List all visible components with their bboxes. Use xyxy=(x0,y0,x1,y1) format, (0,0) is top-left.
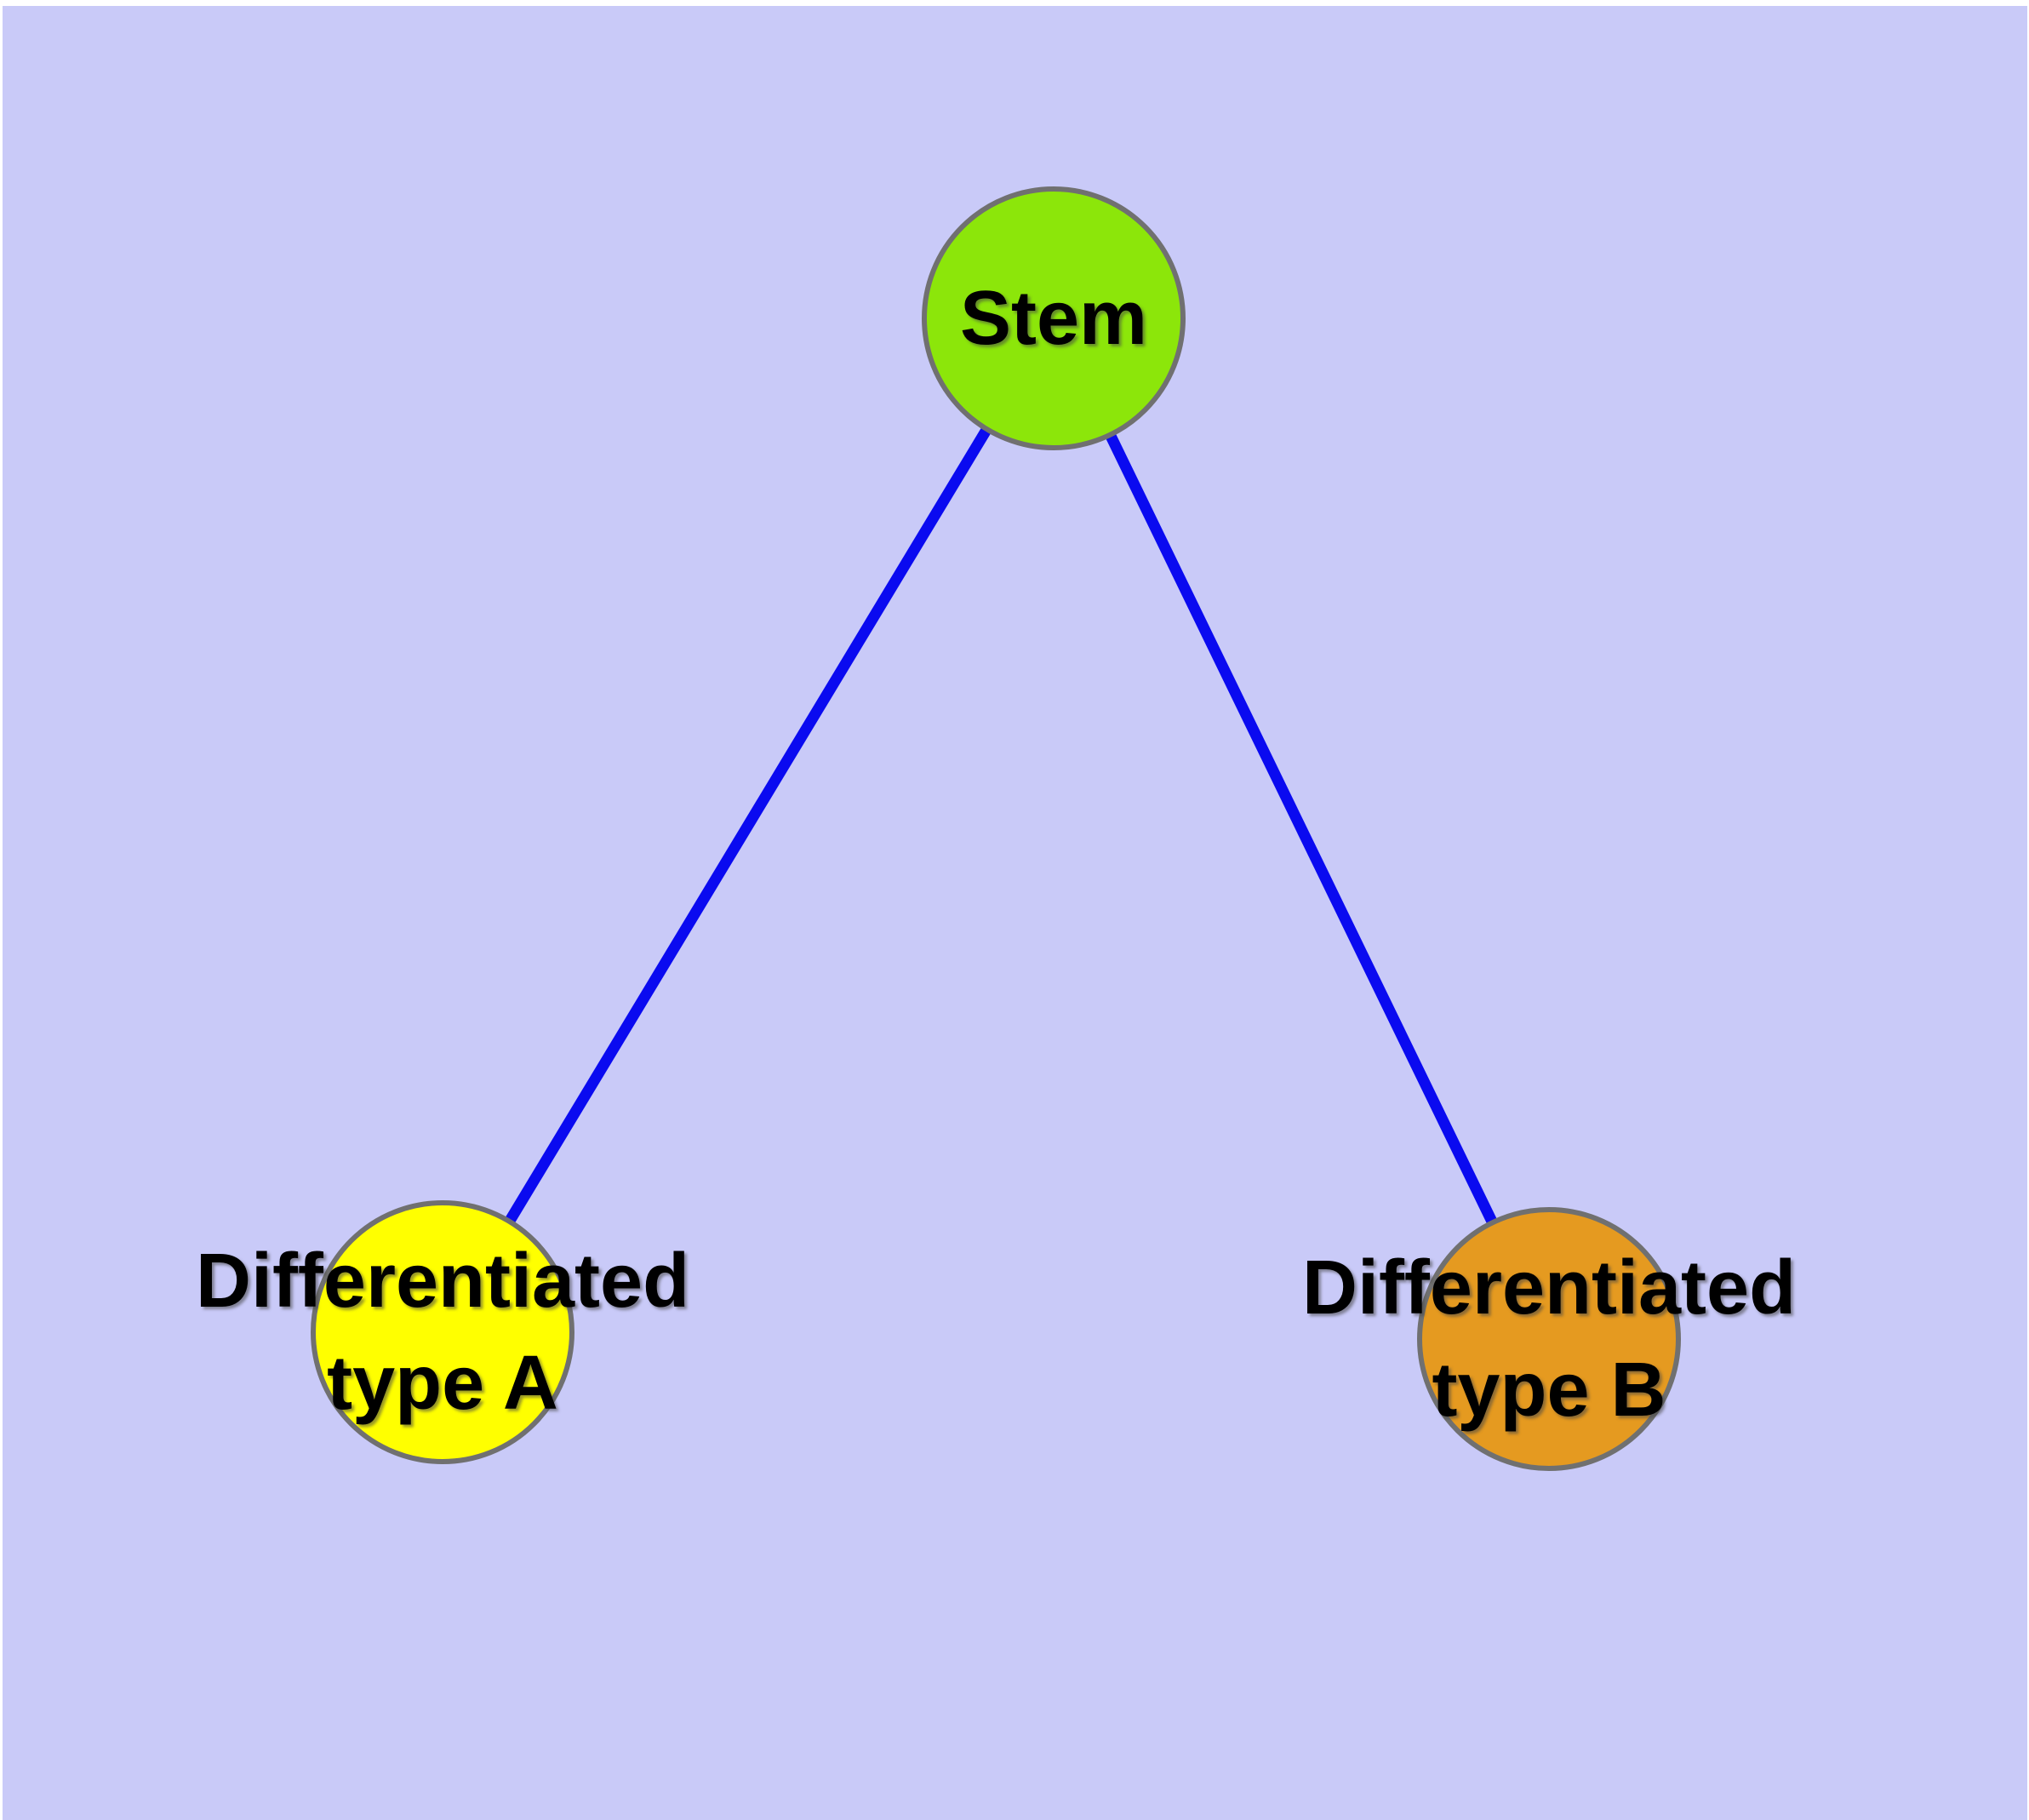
edge-stem-diff-b xyxy=(1049,316,1554,1342)
node-diff-b-circle xyxy=(1417,1207,1681,1471)
edge-stem-diff-a xyxy=(437,315,1059,1336)
node-diff-a-circle xyxy=(311,1200,574,1464)
node-stem-circle xyxy=(922,186,1186,450)
